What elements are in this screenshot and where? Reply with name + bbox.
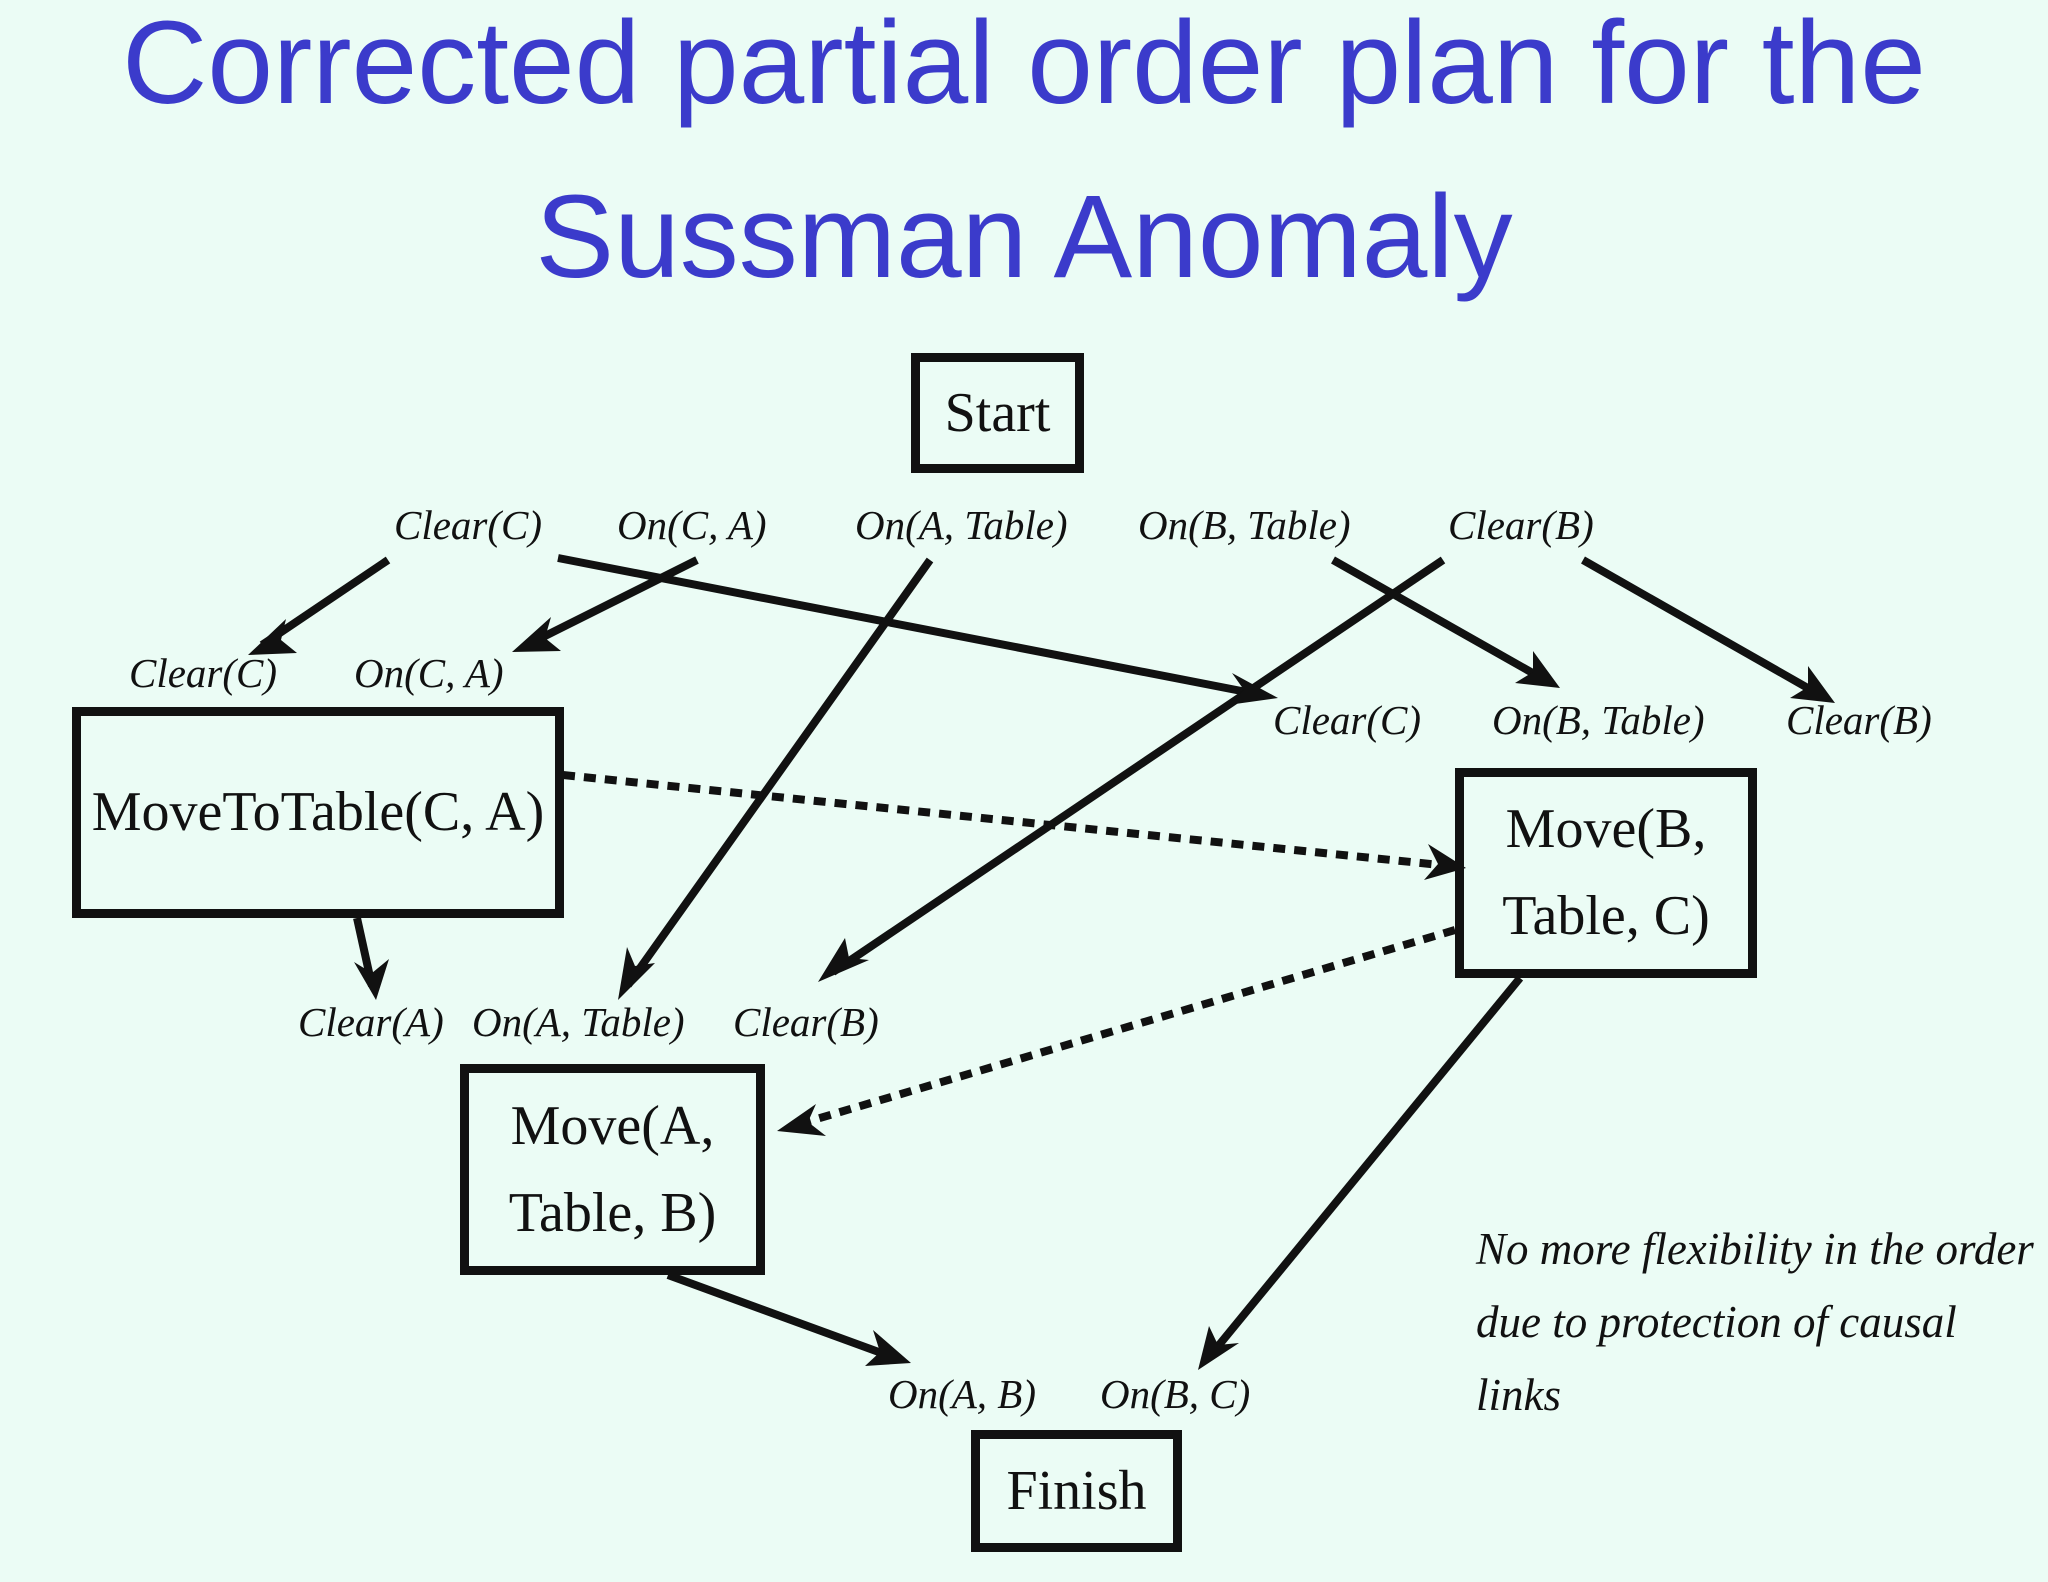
arrowhead bbox=[354, 959, 389, 1000]
moveb-pre-on-b-table: On(B, Table) bbox=[1492, 697, 1705, 743]
movea-pre-on-a-table: On(A, Table) bbox=[472, 999, 685, 1045]
start-node: Start bbox=[911, 353, 1084, 473]
title-line-1: Corrected partial order plan for the bbox=[122, 0, 1926, 129]
arrow-movea-to-onab bbox=[666, 1271, 897, 1362]
arrowhead bbox=[1198, 1326, 1239, 1370]
start-effect-on-c-a: On(C, A) bbox=[617, 502, 767, 548]
finish-label: Finish bbox=[1006, 1459, 1147, 1522]
arrowhead bbox=[1228, 673, 1278, 705]
arrowhead bbox=[1515, 651, 1560, 688]
move-a-node: Move(A, Table, B) bbox=[460, 1064, 765, 1275]
start-label: Start bbox=[944, 381, 1051, 444]
start-effect-clear-b: Clear(B) bbox=[1448, 502, 1594, 548]
start-effect-on-a-table: On(A, Table) bbox=[855, 502, 1068, 548]
movetotable-node: MoveToTable(C, A) bbox=[72, 707, 564, 918]
movea-pre-clear-a: Clear(A) bbox=[298, 999, 444, 1045]
movetotable-label: MoveToTable(C, A) bbox=[91, 781, 545, 844]
movetotable-pre-on-c-a: On(C, A) bbox=[354, 650, 504, 696]
arrowhead bbox=[618, 947, 655, 1000]
arrow-ontable-a-to-movea bbox=[624, 557, 934, 988]
note-text: No more flexibility in the order due to … bbox=[1476, 1224, 2034, 1420]
title-line-2: Sussman Anomaly bbox=[535, 171, 1513, 303]
finish-pre-on-a-b: On(A, B) bbox=[888, 1371, 1037, 1417]
moveb-pre-clear-b: Clear(B) bbox=[1786, 697, 1932, 743]
move-a-label: Move(A, Table, B) bbox=[508, 1094, 717, 1244]
arrowhead bbox=[865, 1330, 911, 1366]
arrow-clearb-to-moveb bbox=[1581, 556, 1822, 699]
start-effect-clear-c: Clear(C) bbox=[394, 502, 543, 548]
arrowhead bbox=[512, 617, 561, 652]
arrow-onca-to-movetotable bbox=[525, 556, 699, 649]
arrow-clearc-to-moveb bbox=[557, 554, 1263, 699]
arrow-moveb-to-onbc bbox=[1206, 975, 1524, 1359]
start-effect-on-b-table: On(B, Table) bbox=[1138, 502, 1351, 548]
ordering-moveb-to-movea bbox=[791, 926, 1457, 1130]
finish-node: Finish bbox=[971, 1430, 1182, 1552]
finish-pre-on-b-c: On(B, C) bbox=[1100, 1371, 1251, 1417]
movetotable-pre-clear-c: Clear(C) bbox=[129, 650, 278, 696]
ordering-movetotable-to-moveb bbox=[562, 771, 1451, 870]
arrowhead bbox=[818, 938, 869, 982]
movea-pre-clear-b: Clear(B) bbox=[733, 999, 879, 1045]
move-b-label: Move(B, Table, C) bbox=[1502, 798, 1710, 947]
arrow-ontable-b-to-moveb bbox=[1331, 556, 1547, 684]
arrowhead bbox=[1790, 666, 1835, 703]
moveb-pre-clear-c: Clear(C) bbox=[1273, 697, 1422, 743]
move-b-node: Move(B, Table, C) bbox=[1455, 768, 1757, 978]
arrowhead bbox=[777, 1104, 826, 1136]
arrowhead bbox=[248, 619, 297, 655]
arrow-clearb-to-movea bbox=[830, 556, 1446, 976]
